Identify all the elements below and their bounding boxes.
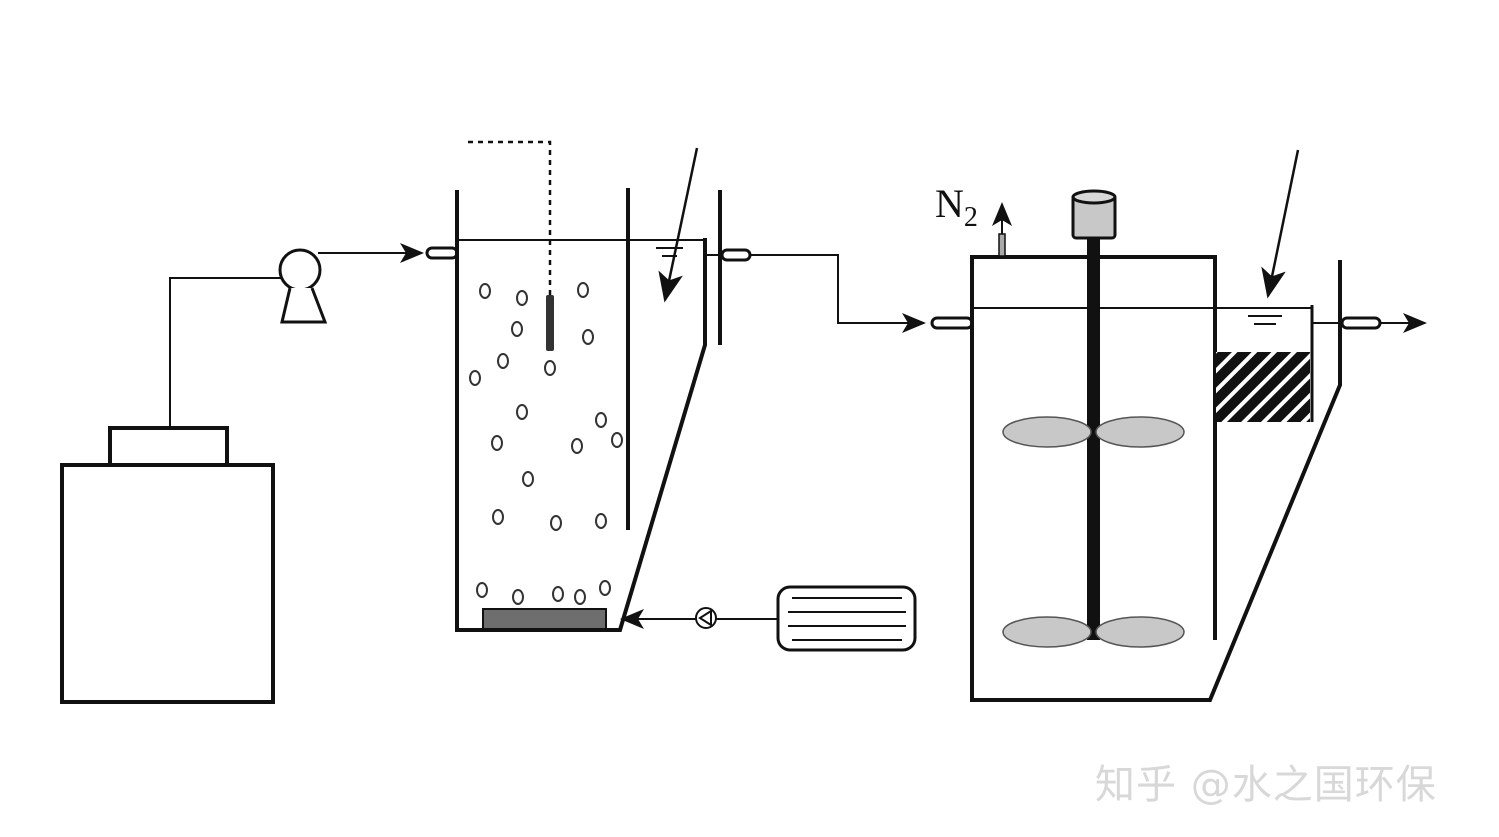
air-blower-icon xyxy=(776,585,917,652)
pointer-arrow xyxy=(658,147,699,303)
probe xyxy=(468,140,554,351)
check-valve-icon xyxy=(695,607,717,629)
feed-pipe xyxy=(169,243,424,428)
feed-tank xyxy=(60,426,275,704)
transfer-pipe xyxy=(750,254,926,333)
peristaltic-pump-icon xyxy=(278,248,328,324)
watermark: 知乎 @水之国环保 xyxy=(1095,762,1437,808)
pointer-arrow xyxy=(1261,149,1300,299)
bubbles xyxy=(469,282,623,605)
air-diffuser xyxy=(482,608,607,630)
n2-label: N2 xyxy=(935,181,978,233)
stirred-reactor xyxy=(930,255,1427,702)
stirrer xyxy=(1002,189,1185,648)
hatched-media xyxy=(1216,352,1310,422)
n2-vent xyxy=(992,202,1012,257)
aeration-reactor xyxy=(425,188,752,632)
